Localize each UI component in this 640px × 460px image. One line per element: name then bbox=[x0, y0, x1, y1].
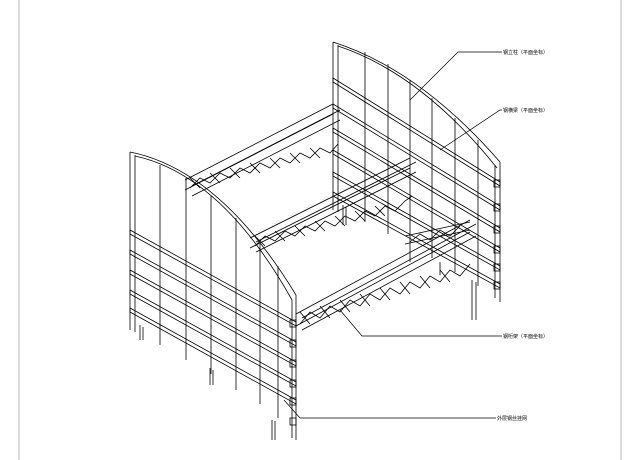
left-front-panel bbox=[129, 151, 297, 440]
callout-label-bottom: 外层钢丝挂网 bbox=[497, 415, 527, 422]
callout-leaders bbox=[283, 51, 502, 419]
truss-middle-webs bbox=[254, 195, 413, 247]
callout-label-lower-right: 钢桁架（平面坐标） bbox=[503, 333, 548, 340]
right-frame-border bbox=[620, 0, 622, 460]
left-frame-border bbox=[18, 0, 20, 460]
leader-right-mid bbox=[439, 109, 502, 151]
leader-top-right bbox=[409, 51, 502, 101]
leader-lower-right bbox=[339, 309, 502, 337]
truss-bottom-webs bbox=[299, 263, 471, 325]
truss-middle bbox=[249, 157, 417, 253]
truss-top bbox=[184, 103, 341, 197]
left-panel-top-edge-inner bbox=[134, 155, 293, 301]
leader-bottom bbox=[283, 399, 496, 419]
callout-label-top-right: 钢立柱（平面坐标） bbox=[503, 49, 548, 56]
truss-bottom bbox=[295, 219, 477, 331]
right-back-panel bbox=[332, 41, 501, 320]
right-panel-top-edge bbox=[332, 41, 501, 163]
callout-label-right-mid: 钢横梁（平面坐标） bbox=[503, 107, 548, 114]
left-panel-top-edge bbox=[129, 151, 297, 296]
